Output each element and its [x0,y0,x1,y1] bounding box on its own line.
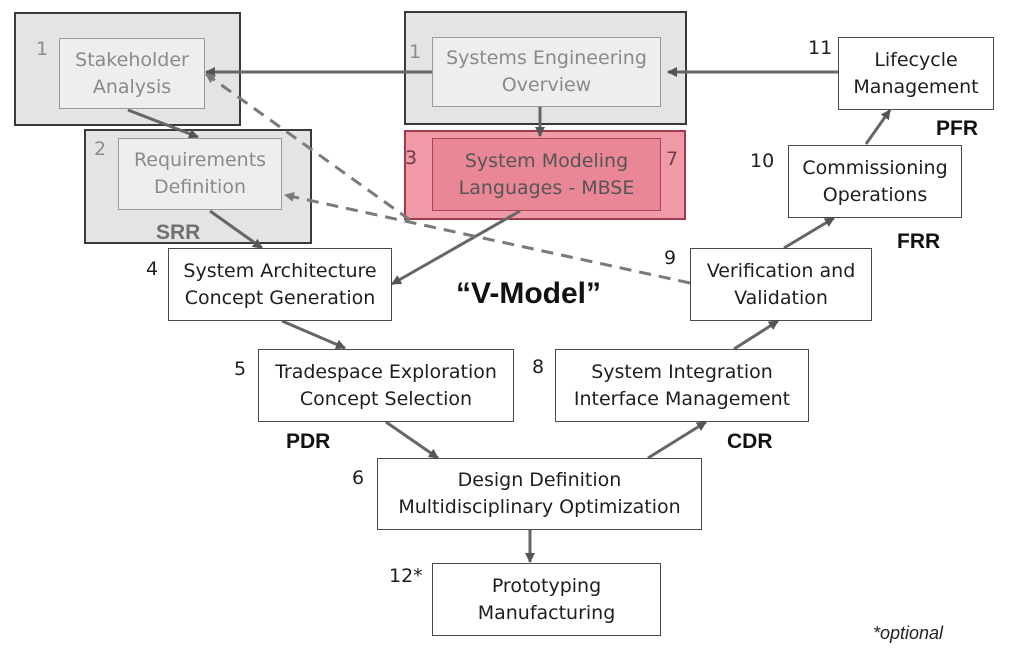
box-tradespace-exploration: Tradespace Exploration Concept Selection [258,349,514,422]
step-number-prototyping: 12* [389,565,423,587]
box-commissioning-operations: Commissioning Operations [788,145,962,218]
review-frr: FRR [897,230,941,253]
footnote-optional: *optional [873,623,944,643]
arrows-solid [127,67,892,563]
box-system-architecture: System Architecture Concept Generation [168,248,392,321]
step-number-lifecycle: 11 [808,37,833,59]
box-design-definition: Design Definition Multidisciplinary Opti… [377,458,702,530]
step-number-stakeholder: 1 [36,38,49,60]
arrow-mbse-to-architecture [391,209,521,286]
step-number-tradespace: 5 [234,358,247,380]
step-number-se-overview: 1 [409,41,422,63]
arrow-architecture-to-tradespace [281,319,346,350]
step-number-commissioning: 10 [750,150,775,172]
step-number-design: 6 [352,467,365,489]
review-srr: SRR [156,221,201,244]
review-pfr: PFR [936,117,978,140]
arrow-integration-to-verification [733,319,779,351]
box-requirements-definition: Requirements Definition [118,138,282,210]
arrow-design-to-integration [647,420,707,460]
arrow-stakeholder-to-requirements [127,108,199,139]
box-stakeholder-analysis: Stakeholder Analysis [59,38,205,109]
arrow-requirements-to-architecture [209,209,263,250]
box-prototyping-manufacturing: Prototyping Manufacturing [432,563,661,636]
arrow-tradespace-to-design [385,420,439,460]
step-number-verification: 9 [664,247,677,269]
diagram-title: “V-Model” [456,277,602,310]
step-number-integration: 8 [532,356,545,378]
arrow-commissioning-to-lifecycle [864,109,892,145]
dashed-arrow-to-requirements [284,192,691,285]
box-system-integration: System Integration Interface Management [555,349,809,422]
review-cdr: CDR [727,430,773,453]
review-pdr: PDR [286,430,331,453]
step-number-architecture: 4 [146,258,159,280]
arrow-verification-to-commissioning [783,216,835,250]
step-number-requirements: 2 [94,138,107,160]
box-lifecycle-management: Lifecycle Management [838,37,994,110]
step-number-mbse-right: 7 [666,148,679,170]
dashed-arrow-to-stakeholder [205,72,411,222]
box-system-modeling-languages: System Modeling Languages - MBSE [432,138,661,211]
box-verification-validation: Verification and Validation [690,248,872,321]
arrows-dashed [205,72,691,285]
box-systems-engineering-overview: Systems Engineering Overview [432,37,661,107]
step-number-mbse-left: 3 [405,147,418,169]
